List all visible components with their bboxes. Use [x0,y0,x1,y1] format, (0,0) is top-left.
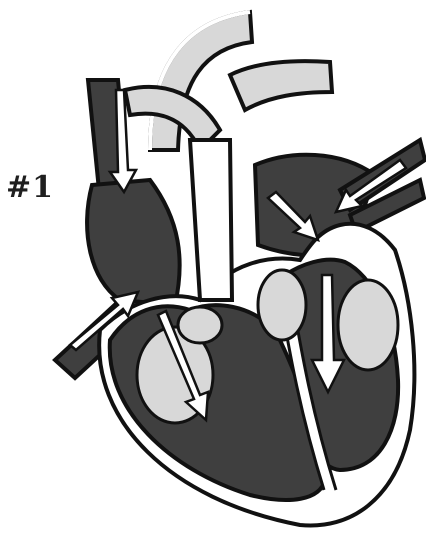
ascending-aorta [190,140,232,300]
right-atrium [87,180,180,305]
structure-number-label: #1 [6,170,54,205]
pulmonary-artery-left-branch [230,61,332,110]
mitral-valve-area [338,280,398,370]
pulmonary-valve-area [178,307,222,343]
aortic-valve-area [258,270,306,340]
